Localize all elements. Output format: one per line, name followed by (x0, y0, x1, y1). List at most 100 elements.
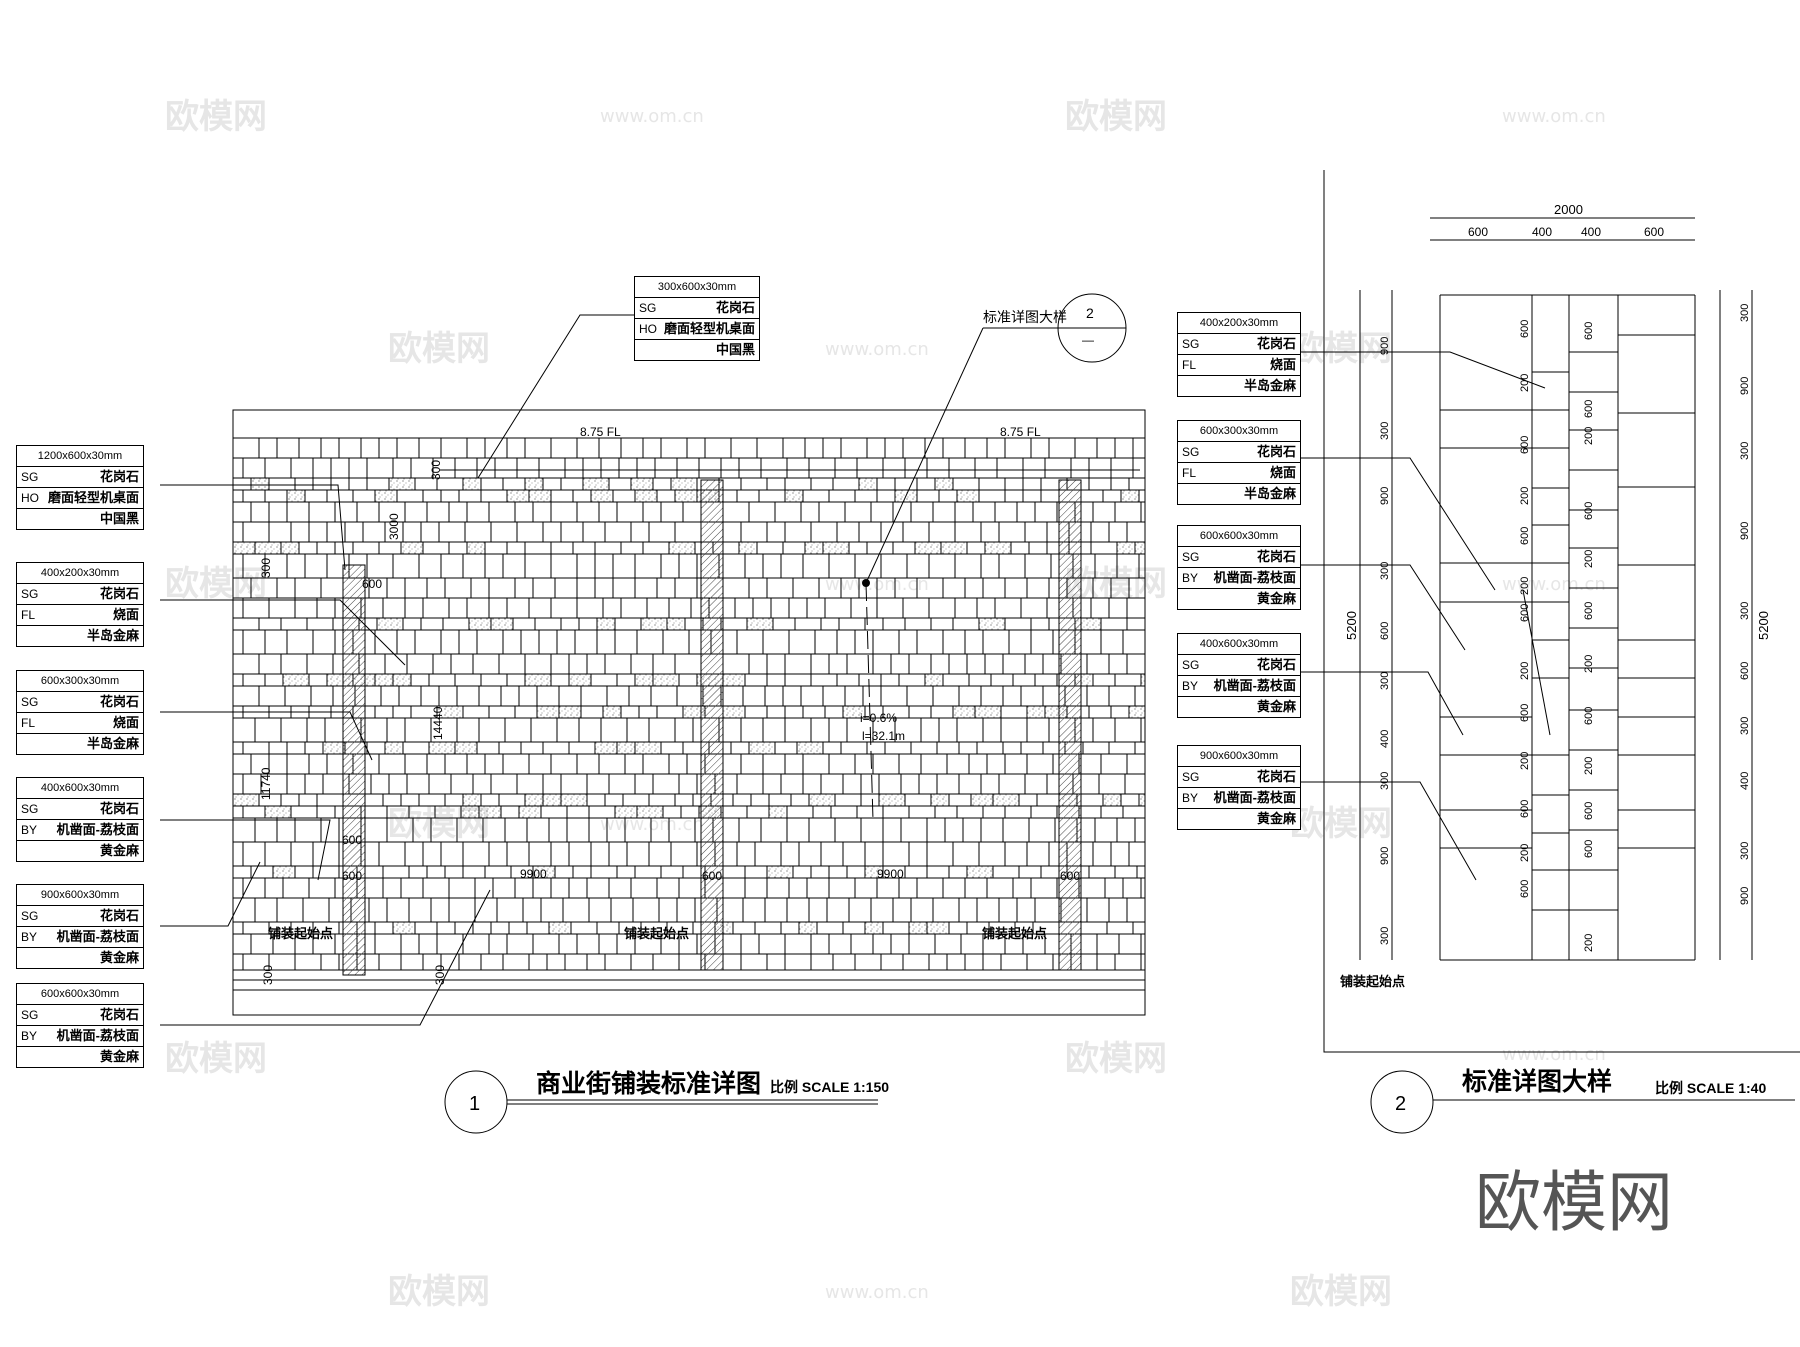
detail-dim: 400 (1379, 730, 1391, 748)
detail-dim: 300 (1739, 304, 1751, 322)
dim-label: 600 (1060, 869, 1080, 883)
paving-start-label: 铺装起始点 (1340, 974, 1405, 989)
paving-start-label: 铺装起始点 (624, 926, 689, 941)
tag-code: SG (21, 587, 39, 601)
watermark: 欧模网 (165, 97, 267, 137)
tag-code: SG (21, 470, 39, 484)
watermark-url: www.om.cn (825, 1282, 929, 1303)
tag-value: 黄金麻 (99, 843, 139, 858)
watermark: 欧模网 (1065, 1039, 1167, 1079)
tag-code: SG (21, 695, 39, 709)
drawing-title: 标准详图大样 (1462, 1067, 1612, 1096)
tag-value: 花岗石 (1256, 549, 1296, 564)
top-dim: 400 (1581, 225, 1601, 239)
detail-dim: 600 (1583, 840, 1595, 858)
slope-label: i=0.6% (860, 711, 897, 725)
detail-dim: 200 (1519, 752, 1531, 770)
drawing-title: 商业街铺装标准详图 (536, 1069, 761, 1098)
watermark: 欧模网 (388, 329, 490, 369)
top-dim: 400 (1532, 225, 1552, 239)
tag-code: HO (639, 322, 657, 336)
dim-label: 600 (342, 833, 362, 847)
watermark: 欧模网 (1290, 329, 1392, 369)
tag-size: 400x200x30mm (17, 563, 143, 584)
tag-value: 黄金麻 (1256, 811, 1296, 826)
detail-dim: 600 (1583, 707, 1595, 725)
tag-size: 300x600x30mm (635, 277, 759, 298)
tag-code: BY (1182, 791, 1199, 805)
detail-dim: 200 (1583, 757, 1595, 775)
tag-value: 花岗石 (99, 1007, 139, 1022)
tag-value: 黄金麻 (99, 1049, 139, 1064)
tag-value: 黄金麻 (99, 950, 139, 965)
detail-dim: 900 (1739, 377, 1751, 395)
tag-value: 机凿面-荔枝面 (56, 929, 139, 944)
tag-value: 花岗石 (99, 469, 139, 484)
granite-strip-2 (700, 479, 724, 971)
tag-code: BY (21, 930, 38, 944)
dim-label: 600 (342, 869, 362, 883)
detail-dim: 200 (1519, 844, 1531, 862)
tag-value: 磨面轻型机桌面 (663, 321, 755, 336)
detail-dim: 400 (1739, 772, 1751, 790)
tag-code: SG (21, 1008, 39, 1022)
tag-code: SG (1182, 445, 1200, 459)
tag-value: 花岗石 (99, 694, 139, 709)
tag-value: 中国黑 (99, 511, 139, 526)
watermark-url: www.om.cn (600, 106, 704, 127)
tag-size: 600x300x30mm (17, 671, 143, 692)
watermark-url: www.om.cn (600, 814, 704, 835)
detail-dim: 600 (1583, 802, 1595, 820)
tag-value: 半岛金麻 (1243, 378, 1296, 393)
dim-label: 11740 (259, 767, 273, 800)
paving-start-label: 铺装起始点 (982, 926, 1047, 941)
tag-size: 400x200x30mm (1178, 313, 1300, 334)
detail-dim: 600 (1583, 400, 1595, 418)
tag-value: 花岗石 (1256, 444, 1296, 459)
dim-label: 9900 (520, 867, 547, 881)
top-total-dim: 2000 (1554, 202, 1583, 217)
detail-dim: 300 (1739, 602, 1751, 620)
tag-size: 1200x600x30mm (17, 446, 143, 467)
watermark-url: www.om.cn (1502, 574, 1606, 595)
detail-dim: 600 (1519, 800, 1531, 818)
slope-length-label: l=32.1m (862, 729, 905, 743)
tag-value: 半岛金麻 (86, 736, 139, 751)
detail-dim: 600 (1519, 604, 1531, 622)
watermark: 欧模网 (1290, 804, 1392, 844)
detail-dim: 200 (1583, 550, 1595, 568)
detail-dim: 300 (1739, 842, 1751, 860)
tag-size: 600x300x30mm (1178, 421, 1300, 442)
tag-value: 花岗石 (99, 908, 139, 923)
tag-value: 磨面轻型机桌面 (47, 490, 139, 505)
drawing-number-circle (444, 1070, 508, 1134)
tag-code: FL (21, 716, 36, 730)
detail-dim: 200 (1519, 577, 1531, 595)
tag-value: 烧面 (112, 715, 139, 730)
tag-code: SG (639, 301, 657, 315)
watermark: 欧模网 (1290, 1272, 1392, 1312)
tag-value: 机凿面-荔枝面 (1213, 790, 1296, 805)
dim-label: 9900 (877, 867, 904, 881)
dim-label: 600 (702, 869, 722, 883)
top-dim: 600 (1644, 225, 1664, 239)
tag-code: SG (21, 802, 39, 816)
tag-value: 机凿面-荔枝面 (56, 1028, 139, 1043)
detail-dim: 600 (1519, 320, 1531, 338)
detail-dim: 200 (1519, 662, 1531, 680)
tag-code: BY (1182, 679, 1199, 693)
detail-dim: 900 (1379, 487, 1391, 505)
drawing-number: 1 (469, 1093, 480, 1115)
tag-code: BY (21, 1029, 38, 1043)
side-total-dim: 5200 (1756, 611, 1771, 640)
detail-dim: 300 (1379, 772, 1391, 790)
tag-size: 900x600x30mm (17, 885, 143, 906)
tag-value: 半岛金麻 (1243, 486, 1296, 501)
tag-code: FL (1182, 358, 1197, 372)
tag-code: SG (1182, 770, 1200, 784)
